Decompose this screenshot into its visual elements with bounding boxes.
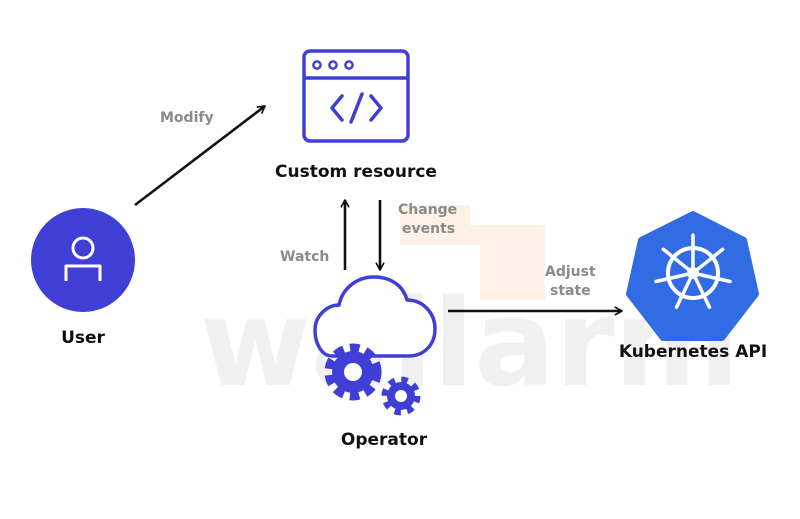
code-window-icon — [302, 49, 410, 143]
node-operator-label: Operator — [341, 430, 428, 450]
edge-modify-label: Modify — [160, 110, 214, 126]
kubernetes-helm-icon — [626, 211, 759, 341]
edge-change-events-label-line1: Change — [398, 202, 457, 218]
gear-icon — [324, 343, 382, 401]
edge-change-events-label-line2: events — [402, 221, 455, 237]
node-kubernetes-api: Kubernetes API — [619, 211, 767, 362]
node-custom-resource: Custom resource — [275, 49, 437, 182]
edge-modify-arrow — [134, 104, 265, 207]
node-operator: Operator — [313, 275, 437, 450]
gear-icon-small — [381, 376, 421, 416]
edges: Modify Watch Change events Adjust state — [134, 104, 622, 311]
edge-adjust-state-label-line1: Adjust — [545, 264, 596, 280]
cloud-gears-icon — [313, 275, 437, 416]
node-kubernetes-api-label: Kubernetes API — [619, 342, 767, 362]
node-user: User — [31, 208, 135, 348]
edge-adjust-state-label-line2: state — [550, 283, 591, 299]
user-icon — [31, 208, 135, 312]
node-custom-resource-label: Custom resource — [275, 162, 437, 182]
node-user-label: User — [61, 328, 105, 348]
edge-watch-label: Watch — [280, 249, 329, 265]
watermark-accent-shape — [400, 205, 545, 300]
